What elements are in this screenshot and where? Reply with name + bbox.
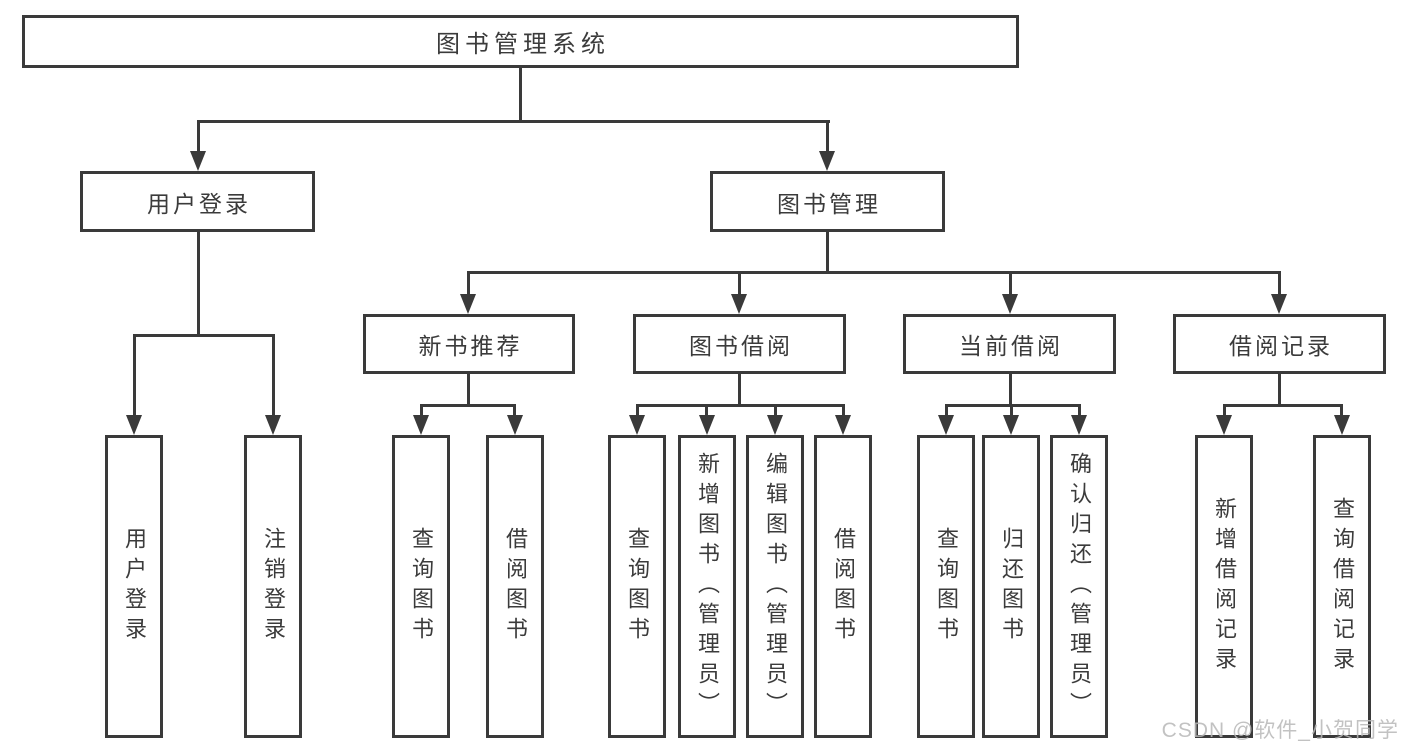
arrow-down-icon [1271,294,1287,314]
arrow-down-icon [1002,294,1018,314]
arrow-down-icon [938,415,954,435]
arrow-down-icon [835,415,851,435]
leaf-borrow-books: 借阅图书 [814,435,872,738]
leaf-return-books: 归还图书 [982,435,1040,738]
arrow-down-icon [819,151,835,171]
connector-line [826,120,829,153]
connector-line [467,271,1281,274]
node-root-system: 图书管理系统 [22,15,1019,68]
connector-line [133,334,136,417]
connector-line [1009,271,1012,296]
connector-line [1278,271,1281,296]
arrow-down-icon [767,415,783,435]
node-borrow-records: 借阅记录 [1173,314,1386,374]
connector-line [467,374,470,407]
arrow-down-icon [190,151,206,171]
leaf-confirm-return-admin: 确认归还（管理员） [1050,435,1108,738]
leaf-query-books-current: 查询图书 [917,435,975,738]
leaf-query-books-borrow: 查询图书 [608,435,666,738]
leaf-query-borrow-record: 查询借阅记录 [1313,435,1371,738]
connector-line [197,232,200,337]
connector-line [133,334,275,337]
arrow-down-icon [699,415,715,435]
leaf-add-books-admin: 新增图书（管理员） [678,435,736,738]
connector-line [1078,404,1081,418]
connector-line [420,404,423,418]
arrow-down-icon [126,415,142,435]
node-user-login: 用户登录 [80,171,315,232]
connector-line [705,404,708,418]
connector-line [1010,404,1013,418]
leaf-add-borrow-record: 新增借阅记录 [1195,435,1253,738]
arrow-down-icon [731,294,747,314]
connector-line [636,404,844,407]
arrow-down-icon [460,294,476,314]
connector-line [1223,404,1343,407]
node-book-management: 图书管理 [710,171,945,232]
watermark: CSDN @软件_小贺同学 [1161,719,1399,742]
leaf-borrow-books-recommend: 借阅图书 [486,435,544,738]
connector-line [1340,404,1343,418]
connector-line [1278,374,1281,407]
node-new-book-recommend: 新书推荐 [363,314,575,374]
leaf-edit-books-admin: 编辑图书（管理员） [746,435,804,738]
node-book-borrow: 图书借阅 [633,314,846,374]
arrow-down-icon [413,415,429,435]
leaf-logout-login: 注销登录 [244,435,302,738]
arrow-down-icon [507,415,523,435]
node-current-borrow: 当前借阅 [903,314,1116,374]
connector-line [1223,404,1226,418]
connector-line [513,404,516,418]
arrow-down-icon [1003,415,1019,435]
connector-line [842,404,845,418]
connector-line [945,404,948,418]
arrow-down-icon [629,415,645,435]
connector-line [774,404,777,418]
arrow-down-icon [1071,415,1087,435]
arrow-down-icon [1334,415,1350,435]
connector-line [519,68,522,122]
connector-line [738,271,741,296]
connector-line [945,404,1081,407]
connector-line [197,120,830,123]
connector-line [636,404,639,418]
connector-line [272,334,275,417]
leaf-user-login: 用户登录 [105,435,163,738]
connector-line [826,232,829,274]
connector-line [467,271,470,296]
arrow-down-icon [265,415,281,435]
connector-line [738,374,741,407]
arrow-down-icon [1216,415,1232,435]
connector-line [420,404,516,407]
connector-line [1009,374,1012,407]
connector-line [197,120,200,153]
leaf-query-books-recommend: 查询图书 [392,435,450,738]
